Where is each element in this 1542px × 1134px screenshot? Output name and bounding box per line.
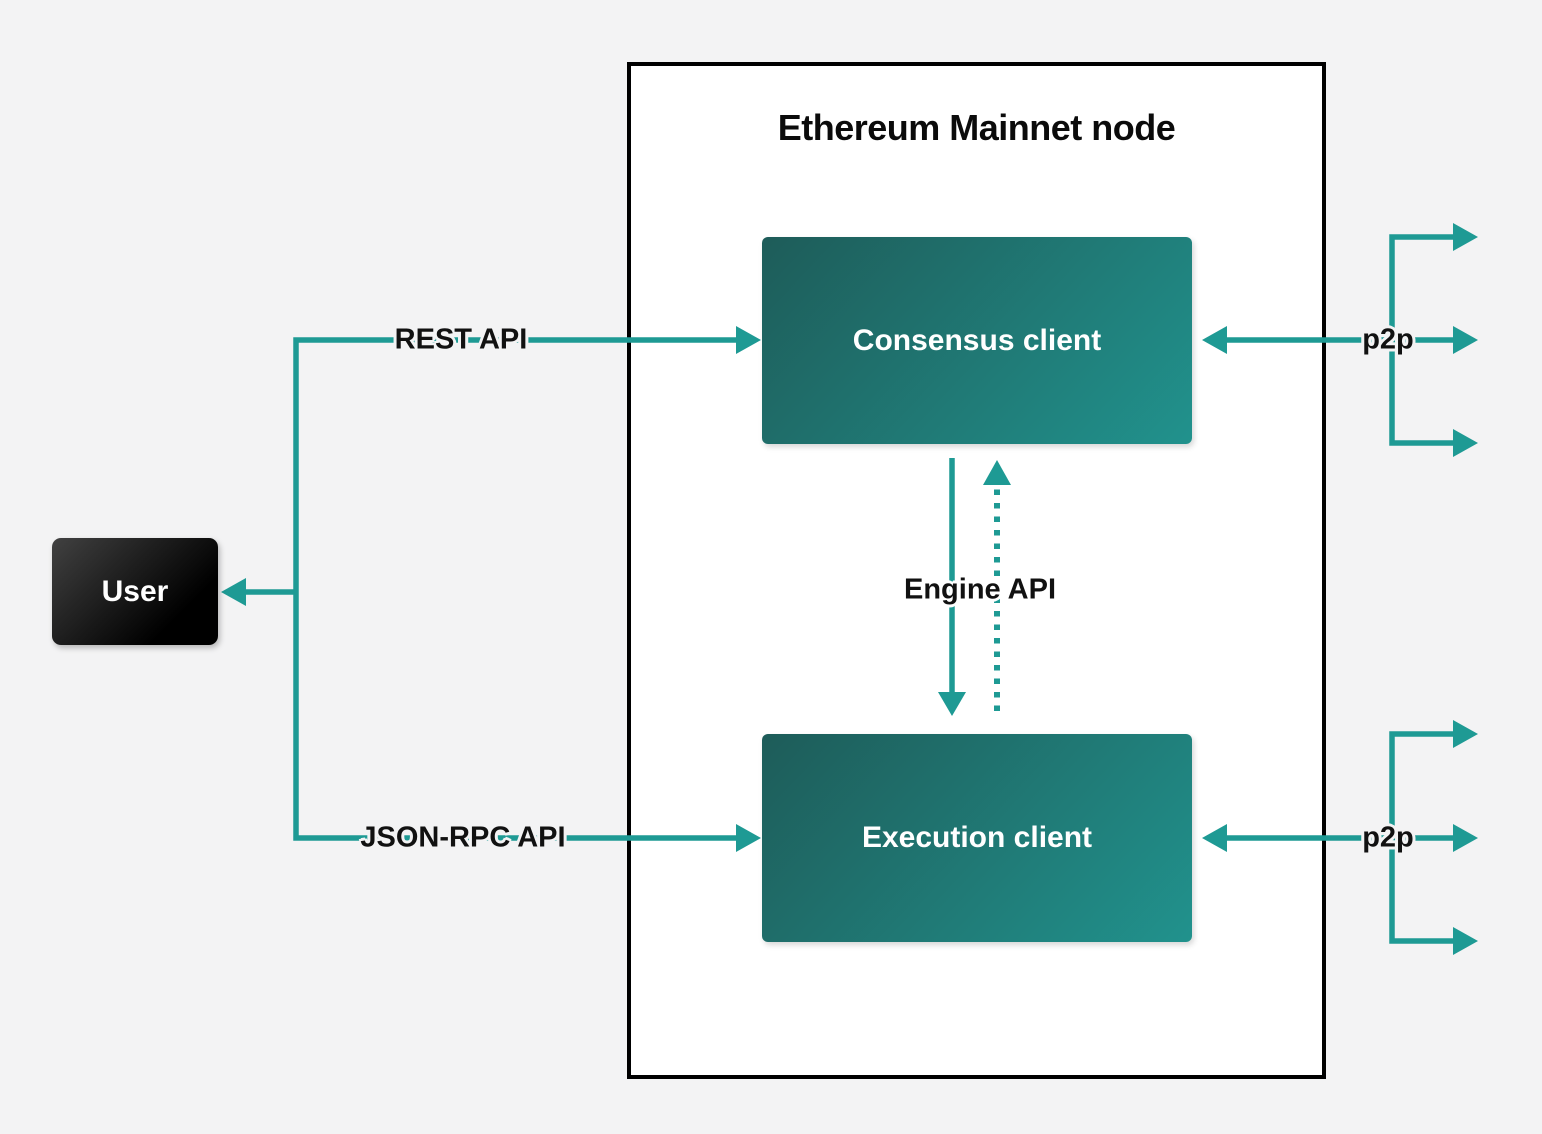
user-arrowhead-icon	[221, 578, 246, 606]
json-rpc-arrowhead-icon	[736, 824, 761, 852]
p2p-consensus-bottom-arrowhead-icon	[1453, 429, 1478, 457]
rest-api-edge-label: REST API	[394, 323, 528, 356]
node-title: Ethereum Mainnet node	[777, 107, 1176, 148]
p2p-consensus-left-arrowhead-icon	[1202, 326, 1227, 354]
consensus-client-node: Consensus client	[762, 237, 1192, 444]
engine-api-down-arrowhead-icon	[938, 692, 966, 716]
execution-client-node: Execution client	[762, 734, 1192, 942]
p2p-execution-top-arrowhead-icon	[1453, 720, 1478, 748]
execution-client-label: Execution client	[861, 821, 1093, 854]
p2p-consensus-edge-label: p2p	[1362, 323, 1414, 356]
engine-api-edge-label: Engine API	[904, 573, 1056, 606]
p2p-execution-mid-arrowhead-icon	[1453, 824, 1478, 852]
rest-api-arrowhead-icon	[736, 326, 761, 354]
p2p-execution-bracket	[1389, 731, 1456, 944]
json-rpc-api-edge-label: JSON-RPC API	[360, 821, 566, 854]
p2p-execution-left-arrowhead-icon	[1202, 824, 1227, 852]
consensus-client-label: Consensus client	[852, 323, 1102, 357]
engine-api-up-arrowhead-icon	[983, 460, 1011, 485]
p2p-execution-edge-label: p2p	[1362, 821, 1414, 854]
p2p-execution-bottom-arrowhead-icon	[1453, 927, 1478, 955]
user-node: User	[52, 538, 218, 645]
user-label: User	[101, 574, 169, 608]
p2p-consensus-top-arrowhead-icon	[1453, 223, 1478, 251]
user-apis-connector	[293, 337, 737, 841]
p2p-consensus-bracket	[1389, 234, 1456, 446]
p2p-consensus-mid-arrowhead-icon	[1453, 326, 1478, 354]
